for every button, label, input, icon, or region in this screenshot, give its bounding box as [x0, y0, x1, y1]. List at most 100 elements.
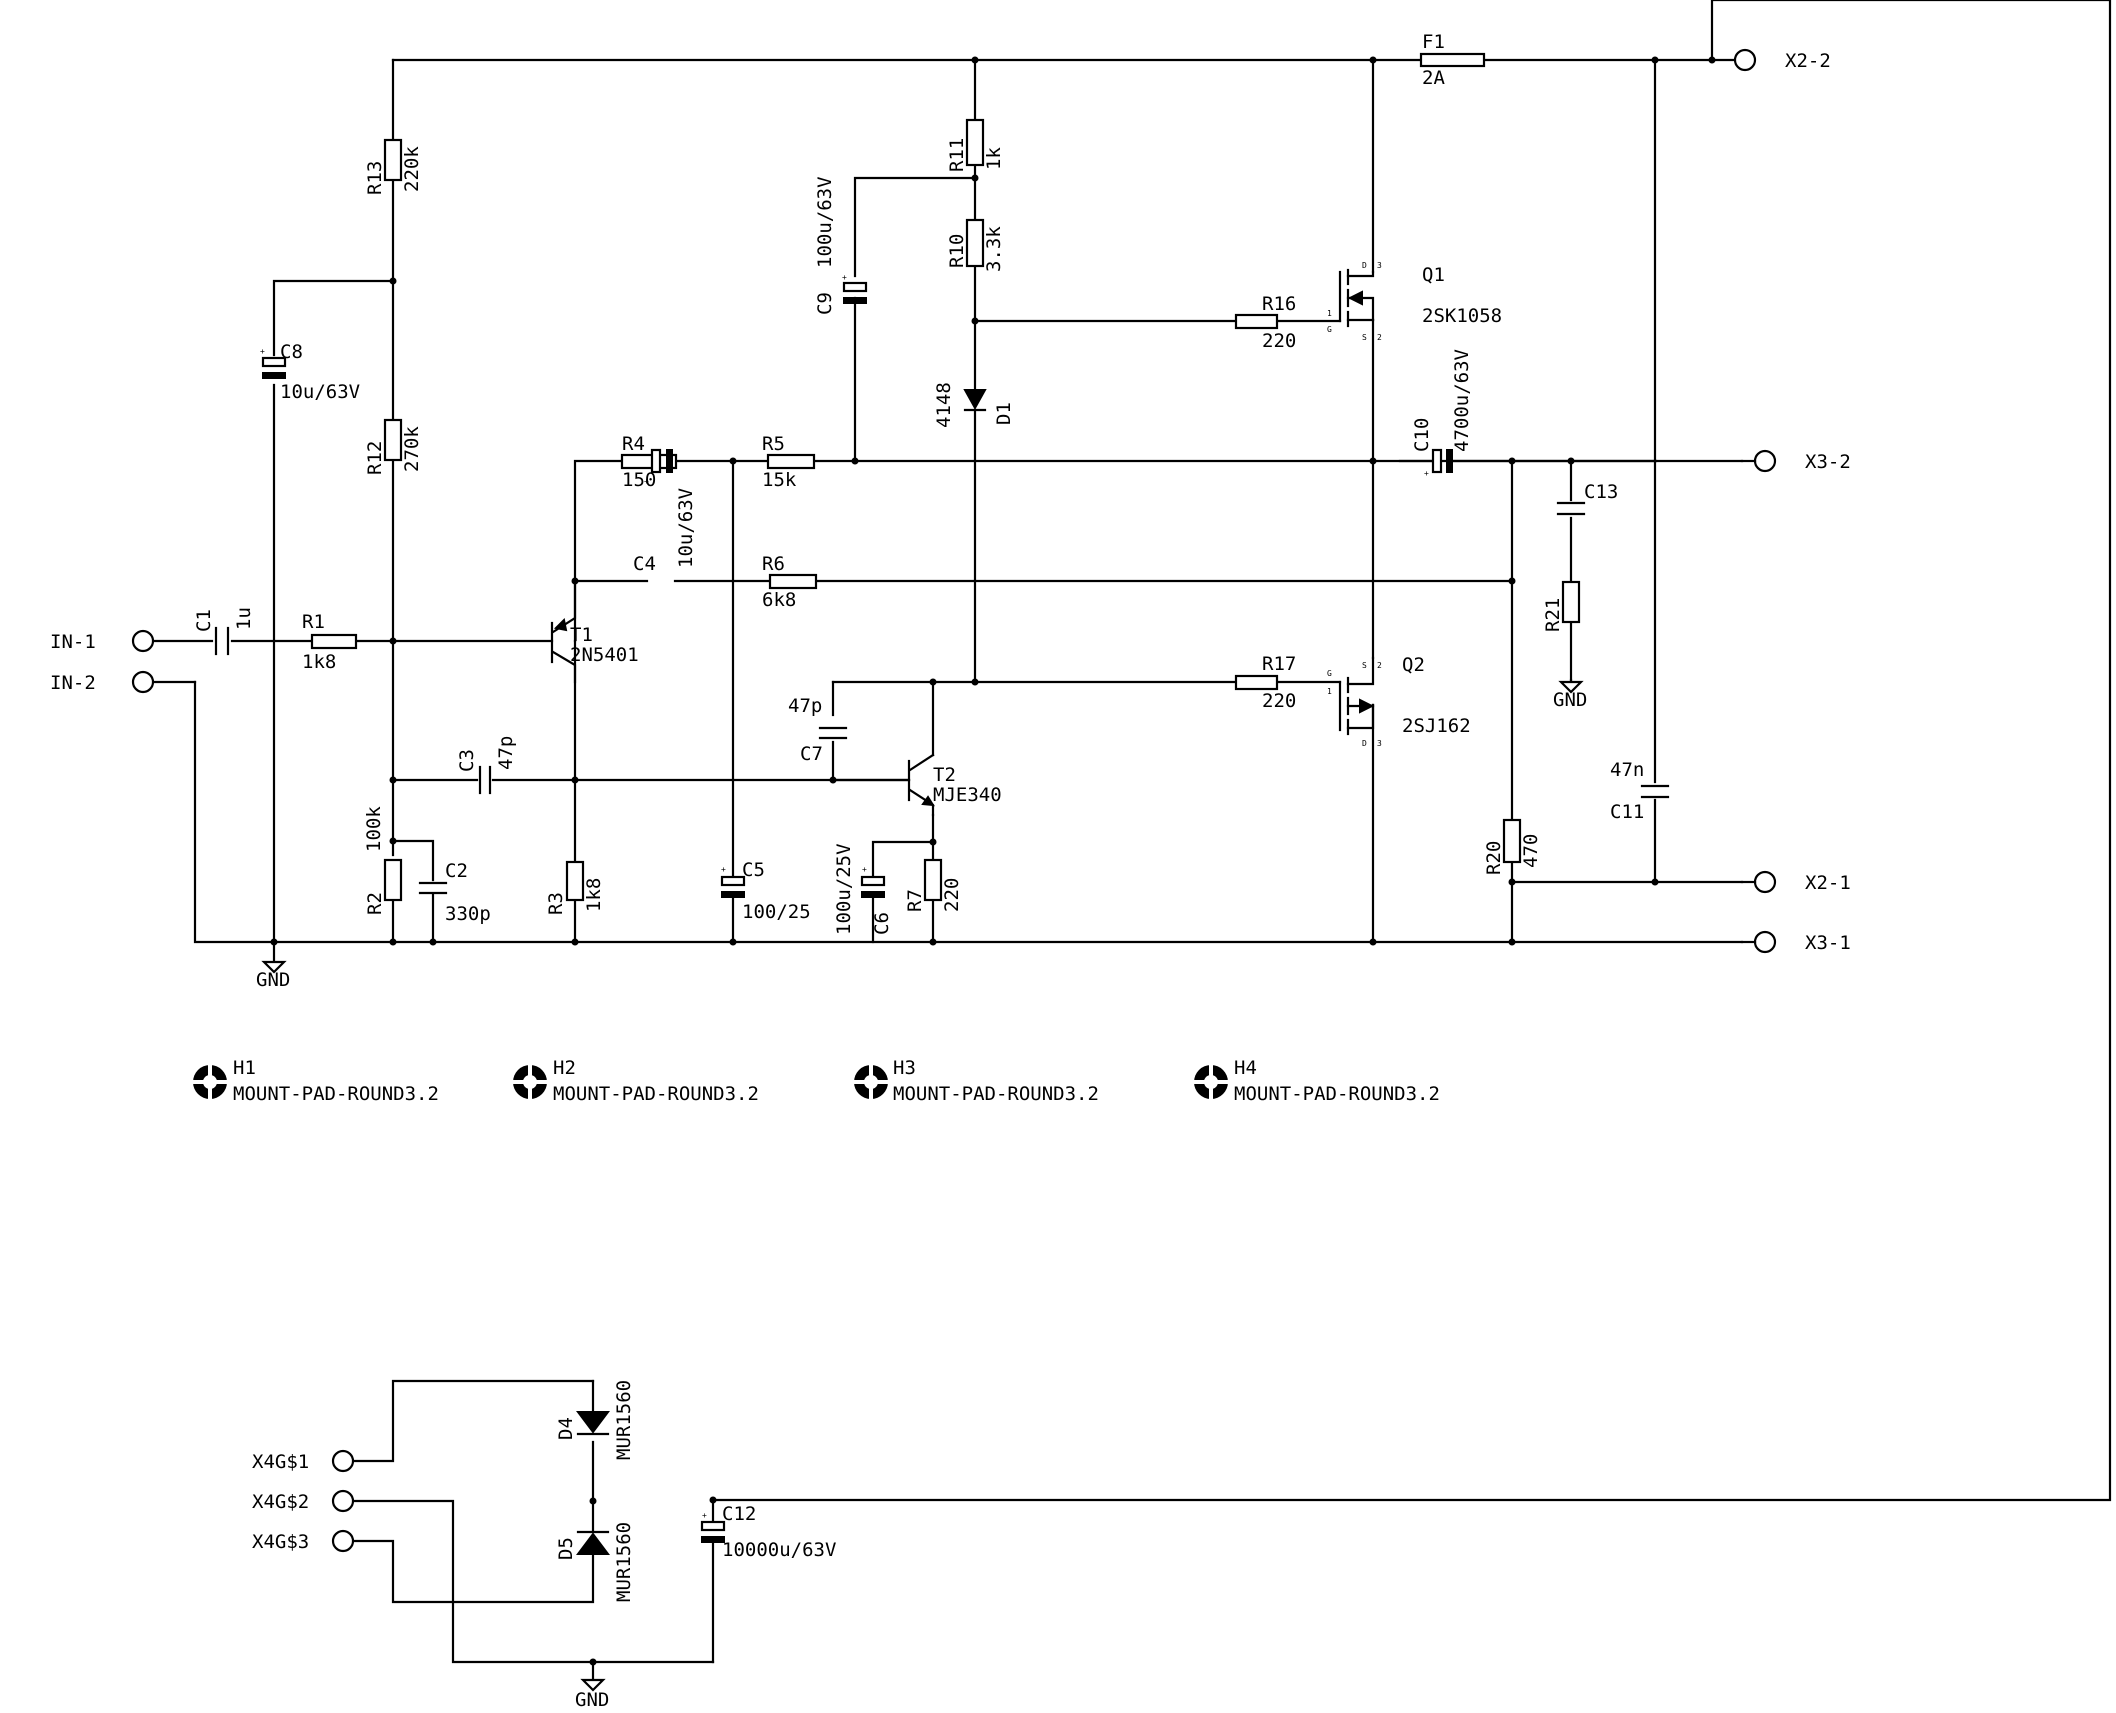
- resistor-r10[interactable]: R10 3.3k: [946, 218, 1005, 272]
- capacitor-c7[interactable]: 47p C7: [788, 695, 848, 765]
- diode-d5[interactable]: D5 MUR1560: [555, 1522, 635, 1602]
- svg-text:GND: GND: [1553, 689, 1587, 711]
- svg-text:T1: T1: [570, 624, 593, 646]
- svg-text:GND: GND: [575, 1689, 609, 1711]
- svg-text:G: G: [1327, 325, 1332, 334]
- svg-text:R11: R11: [946, 138, 968, 172]
- svg-text:R2: R2: [364, 892, 386, 915]
- terminal-x21[interactable]: X2-1: [1740, 870, 1851, 894]
- resistor-r21[interactable]: R21: [1542, 580, 1581, 632]
- svg-text:+: +: [260, 347, 265, 356]
- svg-text:S: S: [1362, 661, 1367, 670]
- svg-text:+: +: [721, 865, 726, 874]
- svg-text:MUR1560: MUR1560: [613, 1522, 635, 1602]
- svg-text:1k8: 1k8: [583, 878, 605, 912]
- capacitor-c8[interactable]: + C8 10u/63V: [260, 341, 360, 403]
- svg-text:C13: C13: [1584, 481, 1618, 503]
- capacitor-c10[interactable]: + C10 4700u/63V: [1411, 349, 1473, 478]
- svg-text:R5: R5: [762, 433, 785, 455]
- svg-text:+: +: [644, 477, 649, 486]
- svg-text:C9: C9: [814, 292, 836, 315]
- svg-text:X4G$3: X4G$3: [252, 1531, 309, 1553]
- svg-text:470: 470: [1520, 834, 1542, 868]
- resistor-r16[interactable]: R16 220: [1234, 293, 1296, 352]
- terminal-x32[interactable]: X3-2: [1740, 449, 1851, 473]
- gnd-symbol: GND: [575, 1678, 609, 1711]
- svg-text:C4: C4: [633, 553, 656, 575]
- capacitor-c4[interactable]: + C4 10u/63V: [633, 448, 697, 575]
- svg-text:X3-1: X3-1: [1805, 932, 1851, 954]
- terminal-in1[interactable]: IN-1: [50, 629, 155, 653]
- svg-text:10u/63V: 10u/63V: [675, 488, 697, 568]
- svg-text:3: 3: [1377, 739, 1382, 748]
- svg-text:100k: 100k: [363, 806, 385, 852]
- svg-text:H3: H3: [893, 1057, 916, 1079]
- resistor-r1[interactable]: R1 1k8: [302, 611, 358, 673]
- svg-text:X2-2: X2-2: [1785, 50, 1831, 72]
- svg-text:2SJ162: 2SJ162: [1402, 715, 1471, 737]
- svg-text:R3: R3: [545, 892, 567, 915]
- resistor-r13[interactable]: R13 220k: [364, 138, 423, 195]
- diode-d1[interactable]: 4148 D1: [933, 382, 1015, 428]
- svg-text:MOUNT-PAD-ROUND3.2: MOUNT-PAD-ROUND3.2: [233, 1083, 439, 1105]
- terminal-x43[interactable]: X4G$3: [252, 1529, 355, 1553]
- mosfet-q1[interactable]: Q1 2SK1058 D 3 1 G S 2: [1327, 261, 1502, 342]
- svg-text:47p: 47p: [788, 695, 822, 717]
- fuse-f1[interactable]: F1 2A: [1419, 31, 1486, 89]
- capacitor-c5[interactable]: + C5 100/25: [720, 859, 811, 923]
- svg-text:220: 220: [941, 878, 963, 912]
- resistor-r6[interactable]: R6 6k8: [762, 553, 818, 611]
- svg-text:S: S: [1362, 333, 1367, 342]
- capacitor-c6[interactable]: + C6 100u/25V: [833, 843, 893, 935]
- svg-text:2A: 2A: [1422, 67, 1445, 89]
- svg-text:R10: R10: [946, 234, 968, 268]
- resistor-r20[interactable]: R20 470: [1483, 818, 1542, 875]
- terminal-x41[interactable]: X4G$1: [252, 1449, 355, 1473]
- capacitor-c11[interactable]: 47n C11: [1610, 759, 1670, 823]
- svg-text:1k: 1k: [983, 147, 1005, 170]
- svg-text:6k8: 6k8: [762, 589, 796, 611]
- svg-text:C11: C11: [1610, 801, 1644, 823]
- resistor-r2[interactable]: R2 100k: [363, 806, 403, 915]
- resistor-r7[interactable]: R7 220: [904, 858, 963, 912]
- svg-text:2N5401: 2N5401: [570, 644, 639, 666]
- svg-text:C5: C5: [742, 859, 765, 881]
- capacitor-c1[interactable]: C1 1u: [193, 607, 255, 656]
- capacitor-c13[interactable]: C13: [1556, 481, 1618, 516]
- resistor-r11[interactable]: R11 1k: [946, 118, 1005, 172]
- svg-text:MOUNT-PAD-ROUND3.2: MOUNT-PAD-ROUND3.2: [1234, 1083, 1440, 1105]
- svg-text:R7: R7: [904, 889, 926, 912]
- resistor-r3[interactable]: R3 1k8: [545, 860, 605, 915]
- diode-d4[interactable]: D4 MUR1560: [555, 1380, 635, 1460]
- svg-text:C6: C6: [871, 912, 893, 935]
- resistor-r17[interactable]: R17 220: [1234, 653, 1296, 712]
- mount-pad-h2: H2 MOUNT-PAD-ROUND3.2: [510, 1057, 759, 1105]
- resistor-r5[interactable]: R5 15k: [762, 433, 816, 491]
- svg-text:2SK1058: 2SK1058: [1422, 305, 1502, 327]
- svg-text:1u: 1u: [233, 607, 255, 630]
- svg-text:3.3k: 3.3k: [983, 226, 1005, 272]
- gnd-symbol: GND: [256, 940, 290, 991]
- mosfet-q2[interactable]: Q2 2SJ162 S 2 G 1 D 3: [1327, 654, 1471, 748]
- resistor-r12[interactable]: R12 270k: [364, 418, 423, 475]
- terminal-in2[interactable]: IN-2: [50, 670, 197, 694]
- svg-text:D: D: [1362, 739, 1367, 748]
- svg-text:R17: R17: [1262, 653, 1296, 675]
- svg-text:15k: 15k: [762, 469, 797, 491]
- svg-text:220: 220: [1262, 330, 1296, 352]
- capacitor-c9[interactable]: + C9 100u/63V: [814, 176, 868, 315]
- resistor-r4[interactable]: R4 150: [620, 433, 678, 491]
- transistor-t2[interactable]: T2 MJE340: [907, 753, 1002, 817]
- transistor-t1[interactable]: T1 2N5401: [550, 579, 639, 684]
- junctions: [270, 56, 1716, 1666]
- capacitor-c2[interactable]: C2 330p: [418, 860, 491, 925]
- svg-text:C1: C1: [193, 609, 215, 632]
- svg-text:IN-1: IN-1: [50, 631, 96, 653]
- capacitor-c12[interactable]: + C12 10000u/63V: [700, 1503, 836, 1561]
- svg-text:4148: 4148: [933, 382, 955, 428]
- svg-text:MOUNT-PAD-ROUND3.2: MOUNT-PAD-ROUND3.2: [893, 1083, 1099, 1105]
- terminal-x42[interactable]: X4G$2: [252, 1489, 355, 1513]
- capacitor-c3[interactable]: C3 47p: [456, 736, 517, 795]
- terminal-x31[interactable]: X3-1: [1740, 930, 1851, 954]
- terminal-x22[interactable]: X2-2: [1733, 48, 1831, 72]
